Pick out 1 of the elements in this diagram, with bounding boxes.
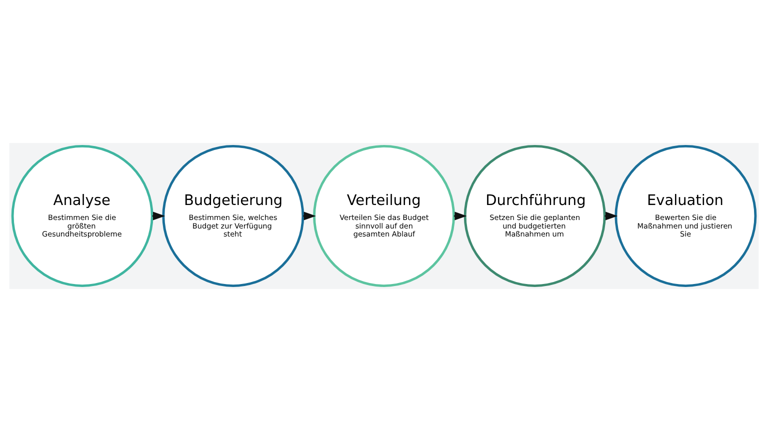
node-circle: Evaluation Bewerten Sie die Maßnahmen und justieren Sie xyxy=(614,145,757,287)
